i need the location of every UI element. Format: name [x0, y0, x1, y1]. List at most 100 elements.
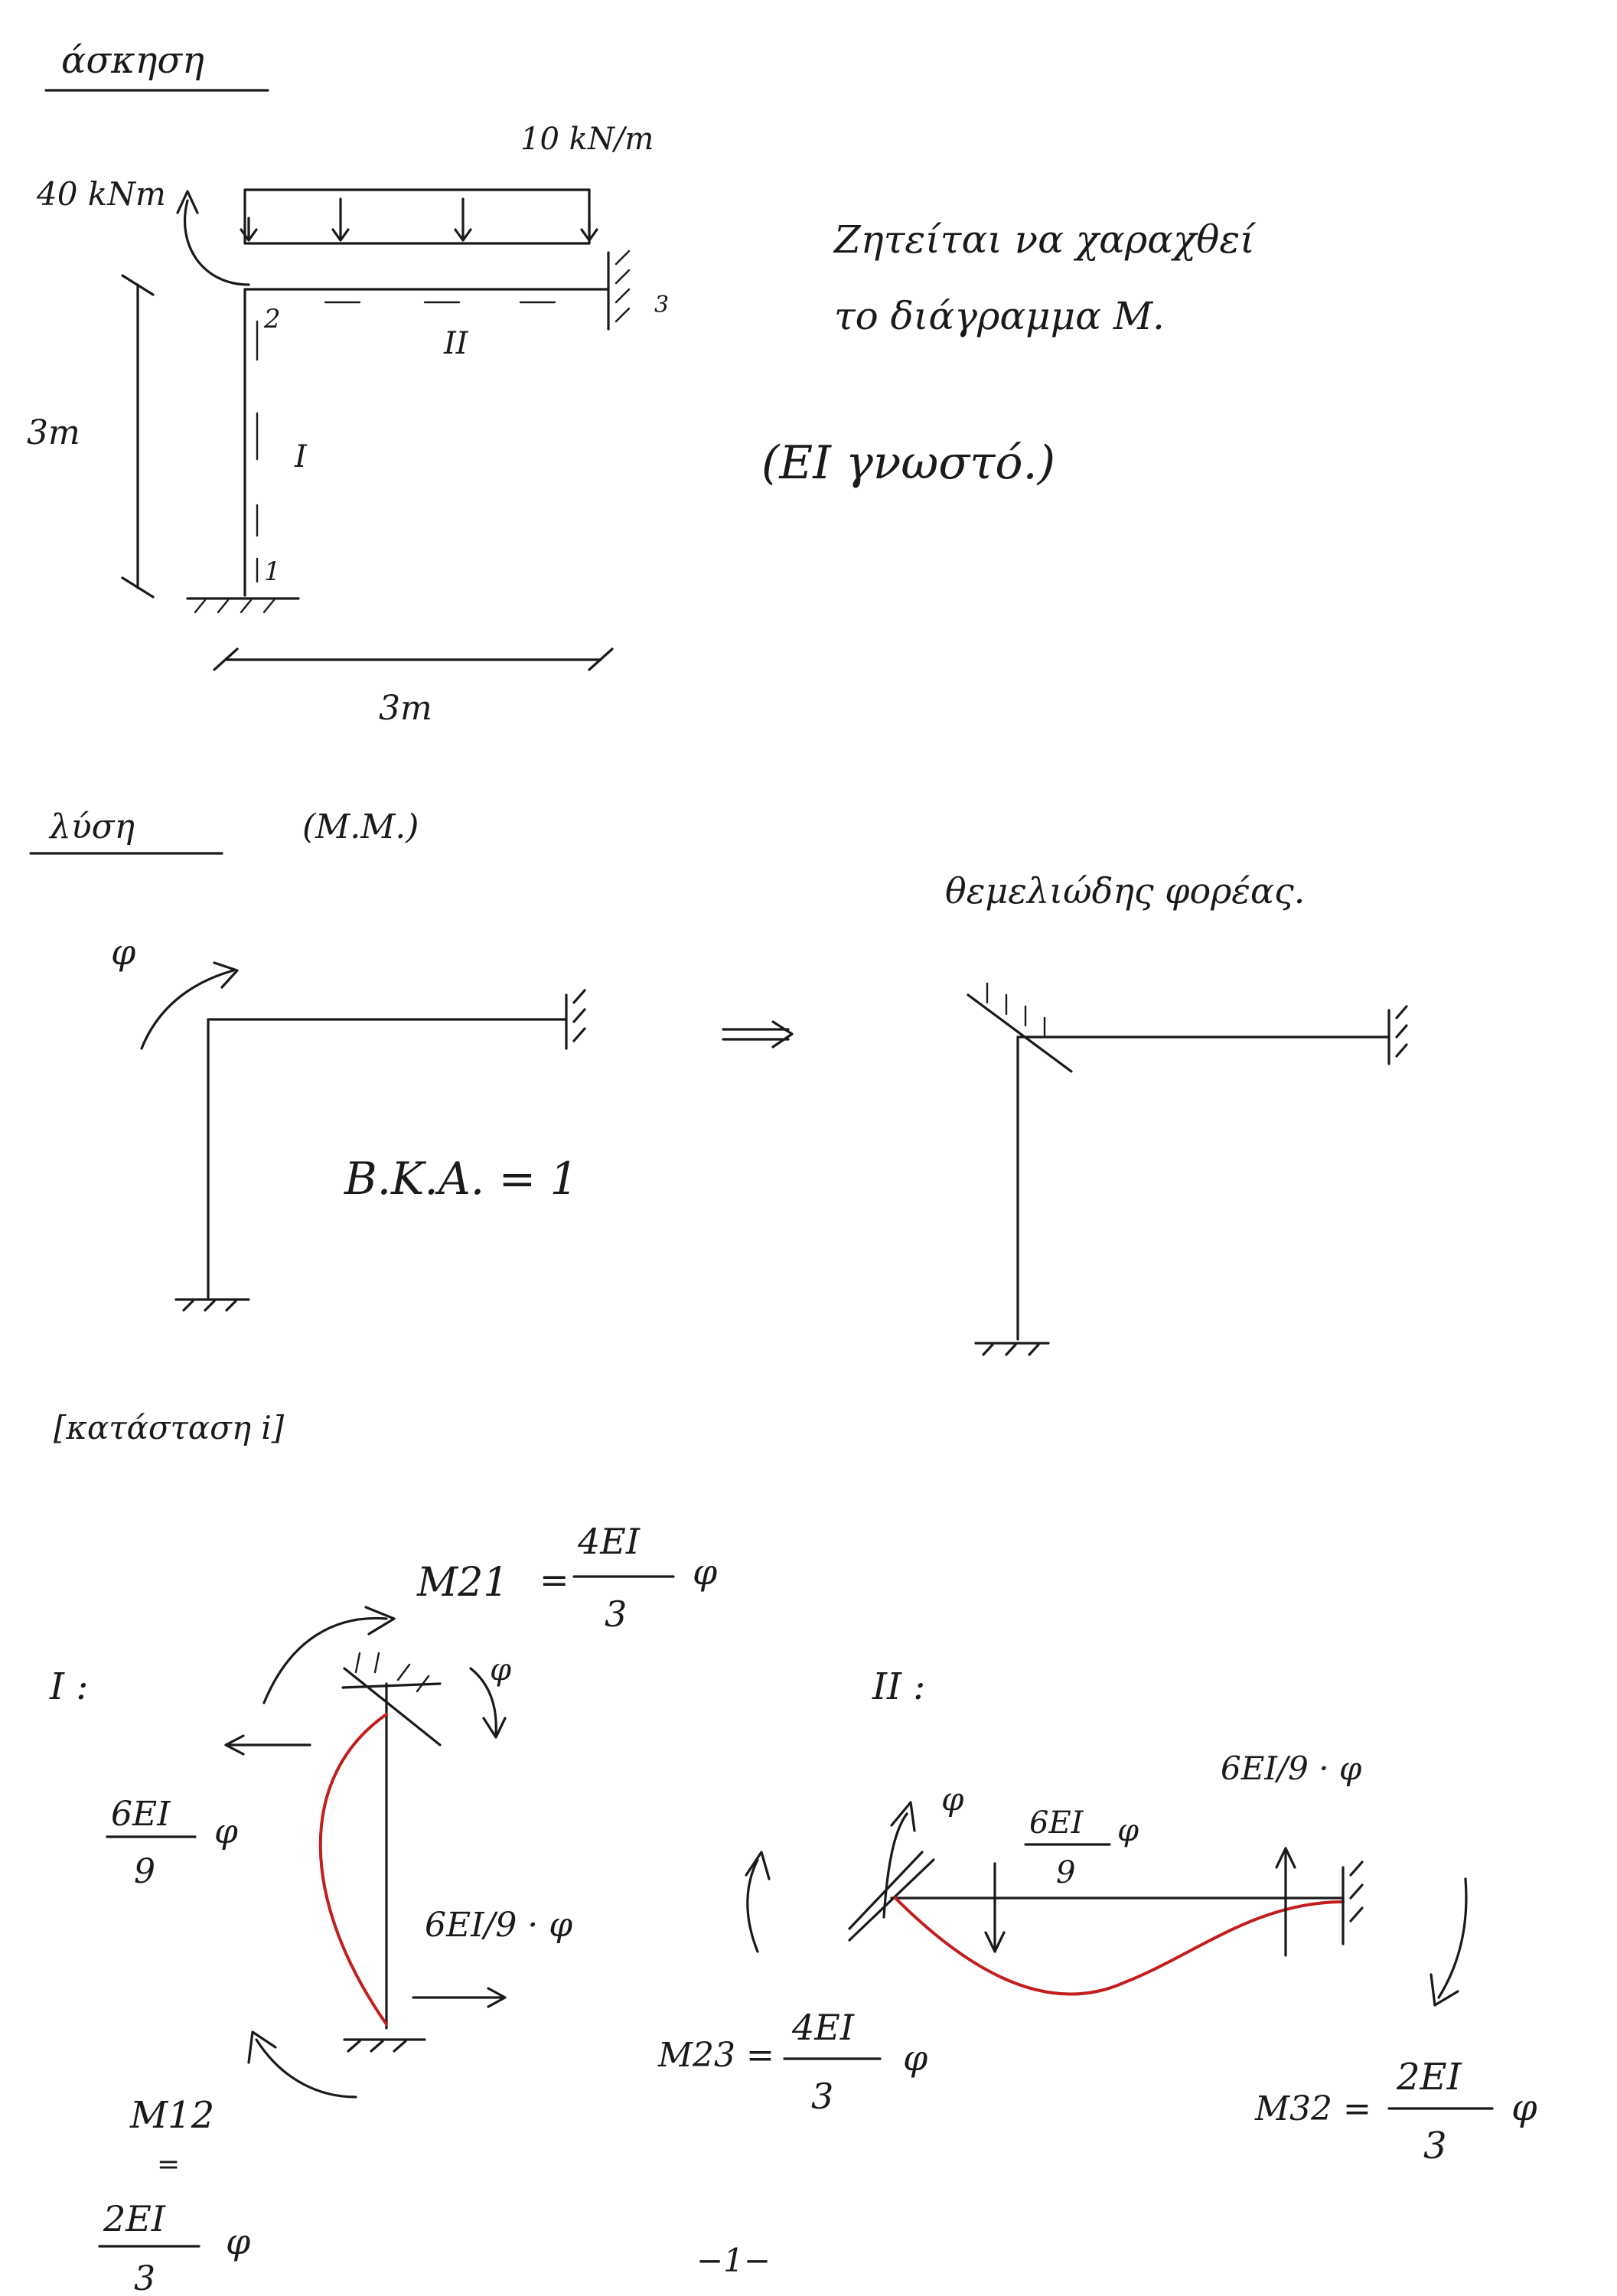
fixed-support-right [1387, 1005, 1408, 1065]
equals-sign: = [540, 1559, 569, 1600]
M23-symbol: Μ23 = [657, 2036, 774, 2075]
shear-left-numerator: 6ΕΙ [1029, 1805, 1084, 1841]
shear-top-numerator: 6ΕΙ [111, 1795, 171, 1834]
M32-phi: φ [1511, 2086, 1537, 2129]
clamp-top-hatch [354, 1652, 430, 1693]
frame-outline [207, 1018, 568, 1299]
shear-left-phi: φ [1117, 1813, 1139, 1848]
rotation-arrowhead [213, 961, 239, 989]
M32-moment-arc [1437, 1877, 1468, 1999]
member-I-label: I [294, 439, 308, 475]
applied-moment-arrowhead [176, 190, 199, 214]
M23-moment-arrowhead [745, 1851, 771, 1880]
fixed-support-hatch [615, 249, 631, 323]
M32-symbol: Μ32 = [1254, 2089, 1371, 2128]
M12-moment-arc [255, 2038, 357, 2099]
height-label: 3m [27, 413, 80, 452]
member-I-sketch: φ 6ΕΙ 9 φ 6ΕΙ/9 · φ [106, 1606, 572, 2099]
load-arrow [580, 217, 598, 242]
clamp-left [848, 1851, 935, 1942]
fixed-support-bottom [174, 1298, 250, 1312]
load-arrow [454, 197, 472, 242]
M23-numerator: 4ΕΙ [791, 2007, 855, 2048]
ei-known-note: (ΕΙ γνωστό.) [761, 436, 1055, 490]
page-number: −1− [696, 2242, 771, 2279]
span-dimension-ticks [213, 647, 614, 671]
M12-symbol: Μ12 [129, 2094, 214, 2137]
member-II-sketch: φ 6ΕΙ 9 φ 6ΕΙ/9 · φ [745, 1750, 1468, 2007]
M21-moment-arrowhead [364, 1606, 396, 1636]
shear-right-arrow [1275, 1847, 1296, 1957]
rotation-arc [469, 1667, 497, 1735]
M12-equals: = [157, 2149, 180, 2180]
M21-numerator: 4ΕΙ [577, 1521, 641, 1562]
primary-structure-frame [967, 982, 1408, 1356]
fixed-support-right [1342, 1861, 1364, 1945]
frame-diagram: 10 kN/m 40 kNm 3 2 1 I II 3m 3m [27, 122, 669, 728]
M32-moment-arrowhead [1430, 1973, 1459, 2007]
rotation-phi: φ [941, 1780, 964, 1818]
M12-phi: φ [226, 2221, 251, 2262]
height-dimension-ticks [121, 274, 155, 598]
method-label: (Μ.Μ.) [302, 807, 419, 846]
task-text-line-2: το διάγραμμα Μ. [834, 294, 1165, 338]
frame-outline [1016, 1035, 1390, 1341]
rotation-arc [140, 969, 235, 1050]
M23-moment-arc [746, 1858, 759, 1953]
M21-symbol: Μ21 [416, 1560, 508, 1606]
applied-moment-label: 40 kNm [36, 175, 166, 213]
node-3-label: 3 [654, 292, 669, 318]
rotation-phi: φ [490, 1652, 511, 1688]
shear-bottom-value: 6ΕΙ/9 · φ [425, 1906, 572, 1945]
clamp-top [341, 1667, 442, 1746]
M12-moment-arrowhead [247, 2030, 277, 2064]
M23-denominator: 3 [811, 2076, 833, 2117]
M32-denominator: 3 [1423, 2125, 1447, 2167]
fixed-support-right [565, 989, 586, 1050]
added-clamp [967, 993, 1073, 1073]
shear-top-phi: φ [214, 1812, 238, 1851]
shear-right-value: 6ΕΙ/9 · φ [1221, 1750, 1362, 1787]
shear-top-denominator: 9 [134, 1852, 155, 1891]
member-II-label: II [443, 326, 469, 361]
fixed-support-hatch [194, 598, 275, 614]
rotation-arrowhead [482, 1717, 507, 1739]
shear-left-arrow [984, 1862, 1006, 1953]
member-I-deflected-shape [318, 1713, 388, 2026]
load-arrow [331, 197, 350, 242]
rotation-arrowhead [890, 1801, 916, 1832]
shear-left-denominator: 9 [1056, 1855, 1075, 1890]
applied-moment-arc [183, 199, 250, 286]
M32-numerator: 2ΕΙ [1396, 2056, 1462, 2099]
state-i-label: [κατάσταση i] [54, 1409, 285, 1446]
dof-count: Β.Κ.Α. = 1 [344, 1153, 579, 1205]
member-II-title: II : [872, 1665, 925, 1708]
solution-heading: λύση [48, 807, 135, 846]
M21-moment-arc [262, 1616, 388, 1704]
M12-denominator: 3 [134, 2259, 155, 2296]
member-II-deflected-shape [894, 1896, 1345, 1996]
M12-numerator: 2ΕΙ [103, 2198, 166, 2239]
fixed-support-bottom [974, 1342, 1050, 1356]
implies-arrow [722, 1020, 794, 1049]
shear-top-arrow [224, 1734, 311, 1756]
task-text-line-1: Ζητείται να χαραχθεί [833, 217, 1257, 262]
exercise-heading: άσκηση [61, 39, 204, 82]
M21-phi: φ [693, 1551, 718, 1593]
M23-phi: φ [903, 2037, 928, 2079]
member-I-title: I : [49, 1665, 88, 1708]
rotation-phi-label: φ [111, 931, 136, 973]
node-1-label: 1 [264, 556, 281, 587]
distributed-load-label: 10 kN/m [520, 122, 654, 157]
node-2-label: 2 [263, 304, 281, 334]
kinematic-frame: φ Β.Κ.Α. = 1 [111, 931, 586, 1312]
span-label: 3m [379, 689, 432, 728]
primary-structure-label: θεμελιώδης φορέας. [945, 870, 1305, 912]
fixed-support-bottom [343, 2038, 426, 2053]
distributed-load-block [243, 188, 591, 245]
rotation-arc [882, 1812, 908, 1919]
load-arrow [240, 217, 258, 242]
added-clamp-hatch [986, 982, 1046, 1039]
shear-bottom-arrow [412, 1987, 507, 2008]
